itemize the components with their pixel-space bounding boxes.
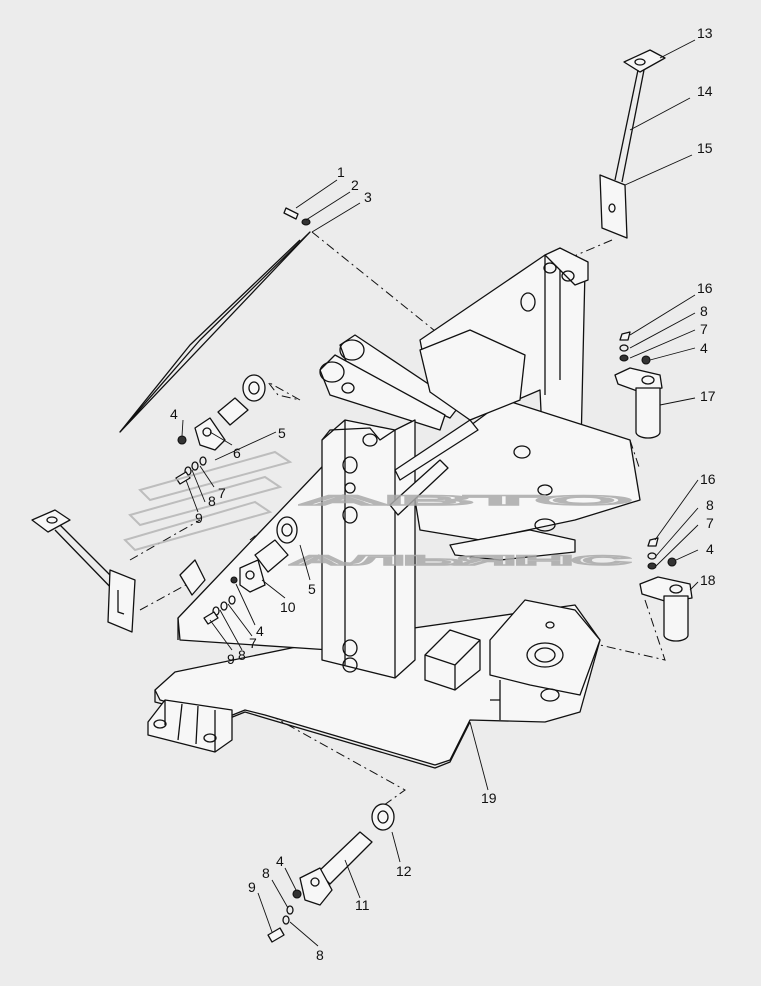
diagonal-strut (394, 419, 479, 481)
callout-14: 14 (697, 83, 713, 99)
callout-8e: 8 (262, 865, 270, 881)
top-hanger (599, 49, 666, 239)
callout-6: 6 (233, 445, 241, 461)
callout-18: 18 (700, 572, 716, 588)
callout-3: 3 (364, 189, 372, 205)
callout-16b: 16 (700, 471, 716, 487)
callout-4b: 4 (256, 623, 264, 639)
callout-2: 2 (351, 177, 359, 193)
callout-7: 7 (218, 485, 226, 501)
callout-7d: 7 (706, 515, 714, 531)
front-vertical-post (321, 419, 416, 679)
watermark-logo: АВТО АЛЬЯНС (123, 450, 632, 569)
callout-7c: 7 (700, 321, 708, 337)
callout-19: 19 (481, 790, 497, 806)
main-frame-assembly (147, 247, 641, 769)
pin-18-assembly (639, 537, 693, 642)
callout-13: 13 (697, 25, 713, 41)
callout-9: 9 (195, 510, 203, 526)
callout-4c: 4 (700, 340, 708, 356)
callout-17: 17 (700, 388, 716, 404)
callout-16: 16 (697, 280, 713, 296)
callout-15: 15 (697, 140, 713, 156)
callout-10: 10 (280, 599, 296, 615)
callout-7b: 7 (249, 635, 257, 651)
cover-plate (119, 231, 311, 433)
callout-8d: 8 (706, 497, 714, 513)
callout-8c: 8 (700, 303, 708, 319)
callout-12: 12 (396, 863, 412, 879)
bolt-1-2 (283, 207, 311, 226)
left-hanger-bracket (31, 509, 136, 633)
callout-4d: 4 (706, 541, 714, 557)
callout-11: 11 (355, 897, 370, 913)
lower-lift-arm (319, 354, 446, 431)
inclined-beam (419, 329, 526, 421)
callout-labels: 1 2 3 4 5 6 7 8 9 5 10 4 7 8 9 13 14 15 … (170, 25, 716, 963)
pin-17-assembly (614, 331, 663, 439)
pin-11-assembly (267, 803, 395, 943)
watermark-line1: АВТО (300, 492, 631, 508)
box-bracket (424, 629, 481, 691)
callout-9b: 9 (227, 651, 235, 667)
pin-6-assembly (175, 374, 266, 485)
callout-8: 8 (208, 493, 216, 509)
callout-4e: 4 (276, 853, 284, 869)
left-foot-bracket (147, 699, 233, 753)
leader-lines (181, 39, 699, 947)
callout-1: 1 (337, 164, 345, 180)
callout-8f: 8 (316, 947, 324, 963)
pin-10-assembly (179, 516, 298, 625)
callout-8b: 8 (238, 647, 246, 663)
callout-5: 5 (278, 425, 286, 441)
callout-4: 4 (170, 406, 178, 422)
watermark-line2: АЛЬЯНС (290, 552, 630, 568)
callout-5b: 5 (308, 581, 316, 597)
callout-9c: 9 (248, 879, 256, 895)
